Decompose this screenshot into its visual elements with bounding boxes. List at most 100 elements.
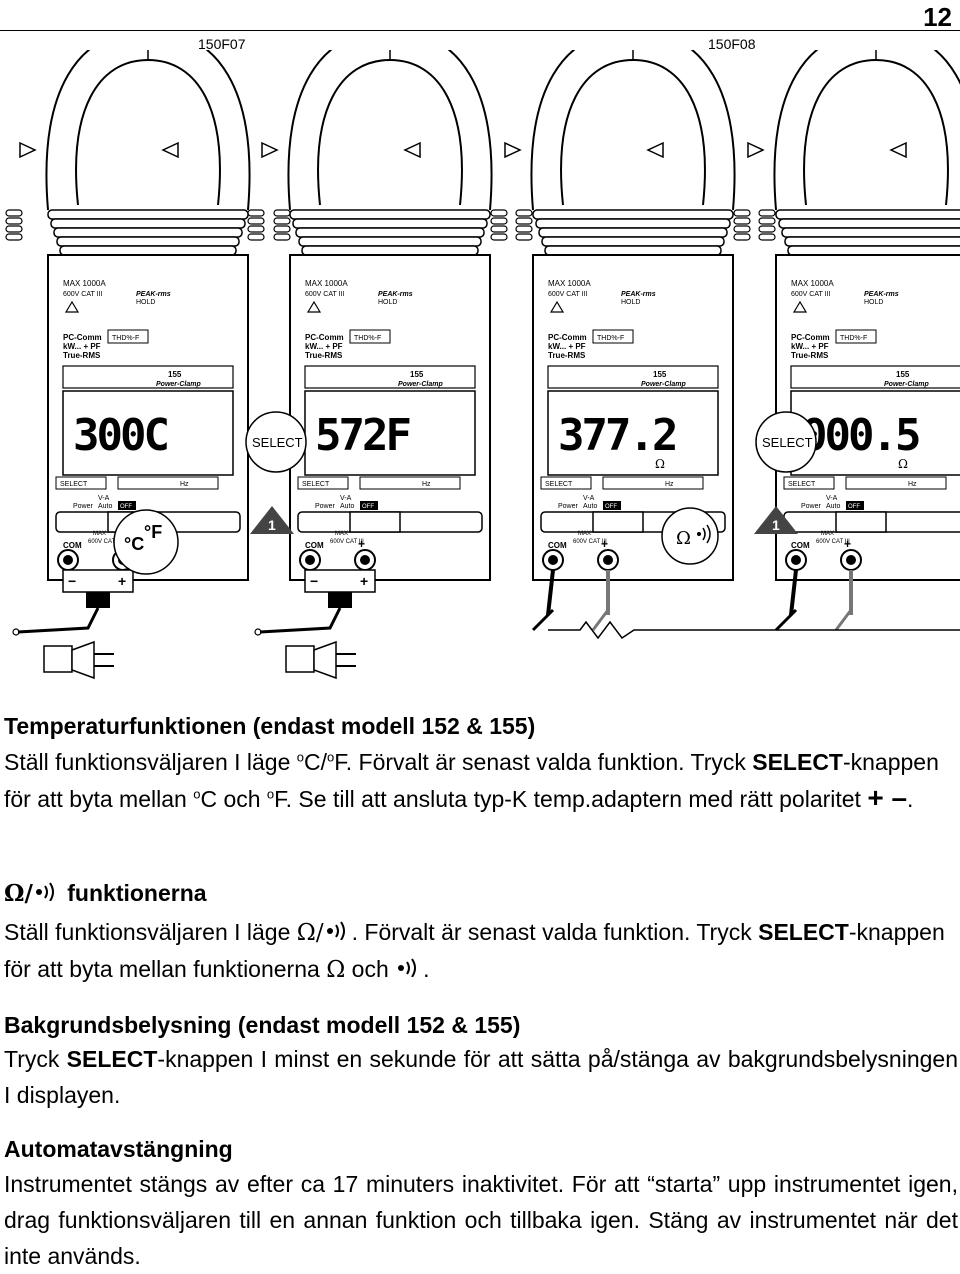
coil-ring — [247, 225, 265, 233]
off-label: OFF — [848, 504, 860, 510]
hz-button — [117, 476, 219, 490]
callout-sound-dot — [697, 532, 701, 536]
coil-ring — [5, 209, 23, 217]
lcd-display — [62, 390, 234, 476]
collar-ridge — [47, 209, 249, 220]
coil-ring — [273, 233, 291, 241]
select-button-label: SELECT — [788, 481, 816, 488]
collar-ridge — [778, 218, 960, 229]
power-label: Power — [801, 503, 822, 510]
jaw-arrow-icon — [646, 141, 664, 159]
step-arrow-icon — [754, 506, 798, 534]
select-callout — [755, 411, 817, 473]
step-number: 1 — [772, 517, 780, 533]
thd-button — [835, 329, 877, 344]
va-label: V-A — [98, 495, 110, 502]
collar-ridge — [541, 236, 725, 247]
step-arrow-icon — [250, 506, 294, 534]
coil-ring — [490, 233, 508, 241]
collar-ridge — [532, 209, 734, 220]
figure-label-left: 150F07 — [198, 36, 246, 52]
com-jack-hole — [305, 555, 315, 565]
jaw-arrow-icon — [504, 141, 522, 159]
true-rms-label: True-RMS — [63, 351, 101, 360]
thd-button — [107, 329, 149, 344]
jaw-arrow-icon — [19, 141, 37, 159]
collar-ridge — [292, 218, 488, 229]
degree-o: o — [327, 749, 335, 765]
category-label: 600V CAT III — [791, 291, 830, 298]
temp-text-c: C/ — [304, 749, 328, 775]
clamp-jaw-outer — [45, 50, 251, 211]
jaw-arrow-icon — [161, 141, 179, 159]
ohm-slash-symbol: Ω/ — [4, 880, 33, 907]
jaw-arrow-icon — [889, 141, 907, 159]
collar-ridge — [50, 218, 246, 229]
adapter-plus-label: + — [118, 573, 126, 589]
coil-ring — [247, 233, 265, 241]
cat-small-label: 600V CAT III — [816, 539, 850, 545]
coil-ring — [515, 209, 533, 217]
page-number: 12 — [923, 2, 952, 32]
clamp-jaw-inner — [75, 58, 221, 206]
select-callout — [245, 411, 307, 473]
clamp-jaw-outer — [287, 50, 493, 211]
model-plate — [62, 365, 234, 389]
off-badge — [360, 501, 378, 510]
temp-text-1: Ställ funktionsväljaren I läge — [4, 749, 297, 775]
select-button — [540, 476, 592, 490]
temp-heading: Temperaturfunktionen (endast modell 152 … — [4, 713, 536, 739]
model-number: 155 — [168, 370, 182, 379]
adapter-minus-label: − — [310, 573, 318, 589]
thermocouple-wire — [17, 607, 100, 634]
lcd-ohm-unit: Ω — [898, 457, 908, 471]
max-small-label: MAX — [335, 531, 348, 537]
polarity-symbols: + – — [867, 782, 908, 813]
black-test-lead — [789, 569, 798, 616]
plus-jack-hole — [360, 555, 370, 565]
callout-degc: °C — [124, 534, 144, 554]
true-rms-label: True-RMS — [791, 351, 829, 360]
hz-button — [602, 476, 704, 490]
off-badge — [846, 501, 864, 510]
coil-ring — [273, 225, 291, 233]
off-label: OFF — [605, 504, 617, 510]
select-button-label: SELECT — [302, 481, 330, 488]
lcd-reading: 572F — [315, 410, 409, 461]
coil-ring — [733, 209, 751, 217]
model-name: Power-Clamp — [398, 381, 443, 388]
coil-ring — [247, 217, 265, 225]
max-small-label: MAX — [821, 531, 834, 537]
coil-ring — [490, 217, 508, 225]
hold-label: HOLD — [621, 299, 640, 306]
dial-pointer — [835, 511, 887, 533]
coil-ring — [273, 217, 291, 225]
model-name: Power-Clamp — [156, 381, 201, 388]
model-name: Power-Clamp — [641, 381, 686, 388]
hz-button-label: Hz — [665, 481, 674, 488]
off-badge — [603, 501, 621, 510]
max-current-label: MAX 1000A — [791, 279, 834, 288]
ohm-text-2: . Förvalt är senast valda funktion. Tryc… — [351, 919, 759, 945]
com-label: COM — [791, 541, 810, 550]
backlight-heading: Bakgrundsbelysning (endast modell 152 & … — [4, 1012, 521, 1038]
temp-text-3: -knappen för att byta mellan — [4, 749, 939, 812]
coil-ring — [515, 217, 533, 225]
collar-ridge — [56, 236, 240, 247]
off-label: OFF — [362, 504, 374, 510]
true-rms-label: True-RMS — [548, 351, 586, 360]
peak-rms-label: PEAK-rms — [378, 291, 413, 298]
model-plate — [547, 365, 719, 389]
collar-ridge — [544, 245, 722, 256]
collar-ridge — [787, 245, 960, 256]
dial-pointer — [349, 511, 401, 533]
clamp-jaw-inner — [560, 58, 706, 206]
model-name: Power-Clamp — [884, 381, 929, 388]
coil-ring — [247, 209, 265, 217]
model-number: 155 — [896, 370, 910, 379]
temp-paragraph: Ställ funktionsväljaren I läge oC/oF. Fö… — [4, 744, 958, 817]
plus-jack-label: + — [844, 537, 851, 551]
thd-label: THD%-F — [112, 335, 139, 342]
coil-ring — [758, 233, 776, 241]
